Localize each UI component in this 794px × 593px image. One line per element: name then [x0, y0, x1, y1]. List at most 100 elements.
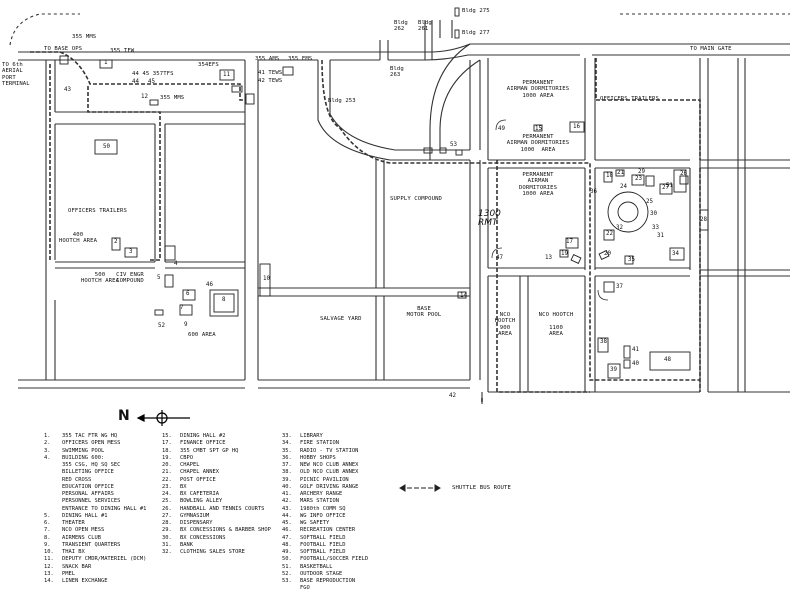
- legend-item-text: DINING HALL #1: [62, 512, 108, 519]
- legend-item-number: 52.: [282, 570, 292, 577]
- bldg-num-35: 35: [628, 257, 635, 263]
- legend-item: ENTRANCE TO DINING HALL #1: [44, 506, 146, 513]
- label-base-motor-pool: BASE MOTOR POOL: [406, 306, 442, 319]
- legend-item-number: 14.: [44, 578, 54, 584]
- legend-item-text: RADIO - TV STATION: [300, 447, 359, 454]
- label-officers-trailers-west: OFFICERS TRAILERS: [68, 208, 127, 214]
- legend-item-number: 39.: [282, 476, 292, 483]
- label-400-hootch: 400 HOOTCH AREA: [58, 232, 98, 245]
- bldg-num-17: 17: [566, 239, 573, 245]
- legend-item: 28.DISPENSARY: [162, 520, 271, 527]
- legend-item: 46.RECREATION CENTER: [282, 527, 368, 534]
- legend-item-text: BUILDING 600:: [62, 454, 105, 461]
- legend-item: 9.TRANSIENT QUARTERS: [44, 542, 146, 549]
- legend-item-number: [44, 484, 62, 491]
- bldg-num-34: 34: [672, 251, 679, 257]
- legend-item-text: WG SAFETY: [300, 520, 330, 526]
- legend-item-number: [44, 491, 62, 498]
- base-map: [9, 7, 790, 492]
- legend-item: 4. BUILDING 600:: [44, 455, 146, 462]
- bldg-num-1: 1: [104, 60, 108, 66]
- legend-item-number: 40.: [282, 483, 292, 490]
- label-42-tews: 42 TEWS: [258, 78, 283, 84]
- legend-item-text: OUTDOOR STAGE: [300, 570, 343, 577]
- legend-item-number: 34.: [282, 440, 292, 447]
- legend-item: 20.CHAPEL: [162, 462, 271, 469]
- legend-item-text: GOLF DRIVING RANGE: [300, 483, 359, 490]
- legend-item-text: PERSONNEL SERVICES: [62, 498, 121, 505]
- legend-item-number: 50.: [282, 556, 292, 563]
- legend-item: 355 CSG, HQ SQ SEC: [44, 462, 146, 469]
- legend-item: 29.BX CONCESSIONS & BARBER SHOP: [162, 527, 271, 534]
- legend-item-text: FINANCE OFFICE: [180, 440, 226, 447]
- legend-item-number: 5.: [44, 512, 51, 519]
- legend-item: 30. BX CONCESSIONS: [162, 535, 271, 542]
- legend-item-number: [44, 477, 62, 484]
- legend-item-text: LINEN EXCHANGE: [62, 578, 108, 584]
- bldg-num-11: 11: [223, 72, 230, 78]
- legend-item-number: 4.: [44, 454, 51, 461]
- bldg-num-13: 13: [545, 255, 552, 261]
- legend-item-text: BILLETING OFFICE: [62, 469, 114, 476]
- legend-item-number: 28.: [162, 520, 172, 526]
- bldg-num-18: 18: [606, 173, 613, 179]
- legend-item: 48.FOOTBALL FIELD: [282, 542, 368, 549]
- legend-item-number: [44, 462, 62, 469]
- legend-item: 42.MARS STATION: [282, 498, 368, 505]
- legend-item-number: 18.: [162, 447, 172, 454]
- legend-item: 34.FIRE STATION: [282, 440, 368, 447]
- legend-item-text: ENTRANCE TO DINING HALL #1: [62, 505, 147, 512]
- legend-item-number: 6.: [44, 520, 51, 526]
- bldg-num-22: 22: [606, 231, 613, 237]
- legend-item-text: SNACK BAR: [62, 563, 92, 570]
- legend-item: 11.DEPUTY CMDR/MATERIEL (DCM): [44, 556, 146, 563]
- bldg-num-31: 31: [657, 233, 664, 239]
- legend-item-text: CBPO: [180, 454, 193, 461]
- legend-item: 26.HANDBALL AND TENNIS COURTS: [162, 506, 271, 513]
- legend-item-number: 30.: [162, 534, 172, 541]
- label-bldg-261: Bldg 261: [418, 20, 432, 33]
- legend-item-number: 38.: [282, 469, 292, 476]
- legend-item-number: 31.: [162, 541, 172, 548]
- legend-item: 18.355 CMBT SPT GP HQ: [162, 448, 271, 455]
- legend-item: 27.GYMNASIUM: [162, 513, 271, 520]
- legend-item-number: 17.: [162, 440, 172, 447]
- legend-item: 40. GOLF DRIVING RANGE: [282, 484, 368, 491]
- bldg-num-20: 20: [604, 251, 611, 257]
- label-bldg-253: Bldg 253: [328, 98, 356, 104]
- legend-item-number: 9.: [44, 541, 51, 548]
- legend-item: 31.BANK: [162, 542, 271, 549]
- legend-item: 53.BASE REPRODUCTION: [282, 578, 368, 585]
- label-to-aerial-port: TO 6th AERIAL PORT TERMINAL: [2, 62, 30, 88]
- legend-item: 1.355 TAC FTR WG HQ: [44, 433, 146, 440]
- bldg-num-43: 43: [64, 87, 71, 93]
- label-perm-airman-1000-c: PERMANENT AIRMAN DORMITORIES 1000 AREA: [518, 172, 558, 198]
- legend-item-text: BX CONCESSIONS: [180, 534, 226, 541]
- legend-item-number: 19.: [162, 454, 172, 461]
- legend-item-number: 8.: [44, 534, 51, 541]
- legend-item: 45.WG SAFETY: [282, 520, 368, 527]
- legend-item-number: 36.: [282, 454, 292, 461]
- label-perm-airman-1000-b: PERMANENT AIRMAN DORMITORIES 1000 AREA: [506, 134, 570, 153]
- legend-item: 19. CBPO: [162, 455, 271, 462]
- legend-item-text: SOFTBALL FIELD: [300, 534, 346, 541]
- legend-item-text: FOOTBALL FIELD: [300, 541, 346, 548]
- legend-item-number: 37.: [282, 462, 292, 468]
- legend-item: 7.NCO OPEN MESS: [44, 527, 146, 534]
- label-to-base-ops: TO BASE OPS: [44, 46, 83, 52]
- legend-item-number: 27.: [162, 512, 172, 519]
- bldg-num-39: 39: [610, 367, 617, 373]
- legend-item: 39. PICNIC PAVILION: [282, 477, 368, 484]
- label-officers-trailers-east: OFFICERS TRAILERS: [600, 96, 659, 102]
- legend-item: 41.ARCHERY RANGE: [282, 491, 368, 498]
- legend-item-text: PICNIC PAVILION: [300, 476, 349, 483]
- legend-item-number: 47.: [282, 534, 292, 541]
- legend-item-text: DINING HALL #2: [180, 433, 226, 439]
- legend-item-number: 41.: [282, 491, 292, 497]
- bldg-num-40: 40: [632, 361, 639, 367]
- legend-item: 13.PMEL: [44, 571, 146, 578]
- legend-item-number: 49.: [282, 549, 292, 555]
- bldg-num-10: 10: [263, 276, 270, 282]
